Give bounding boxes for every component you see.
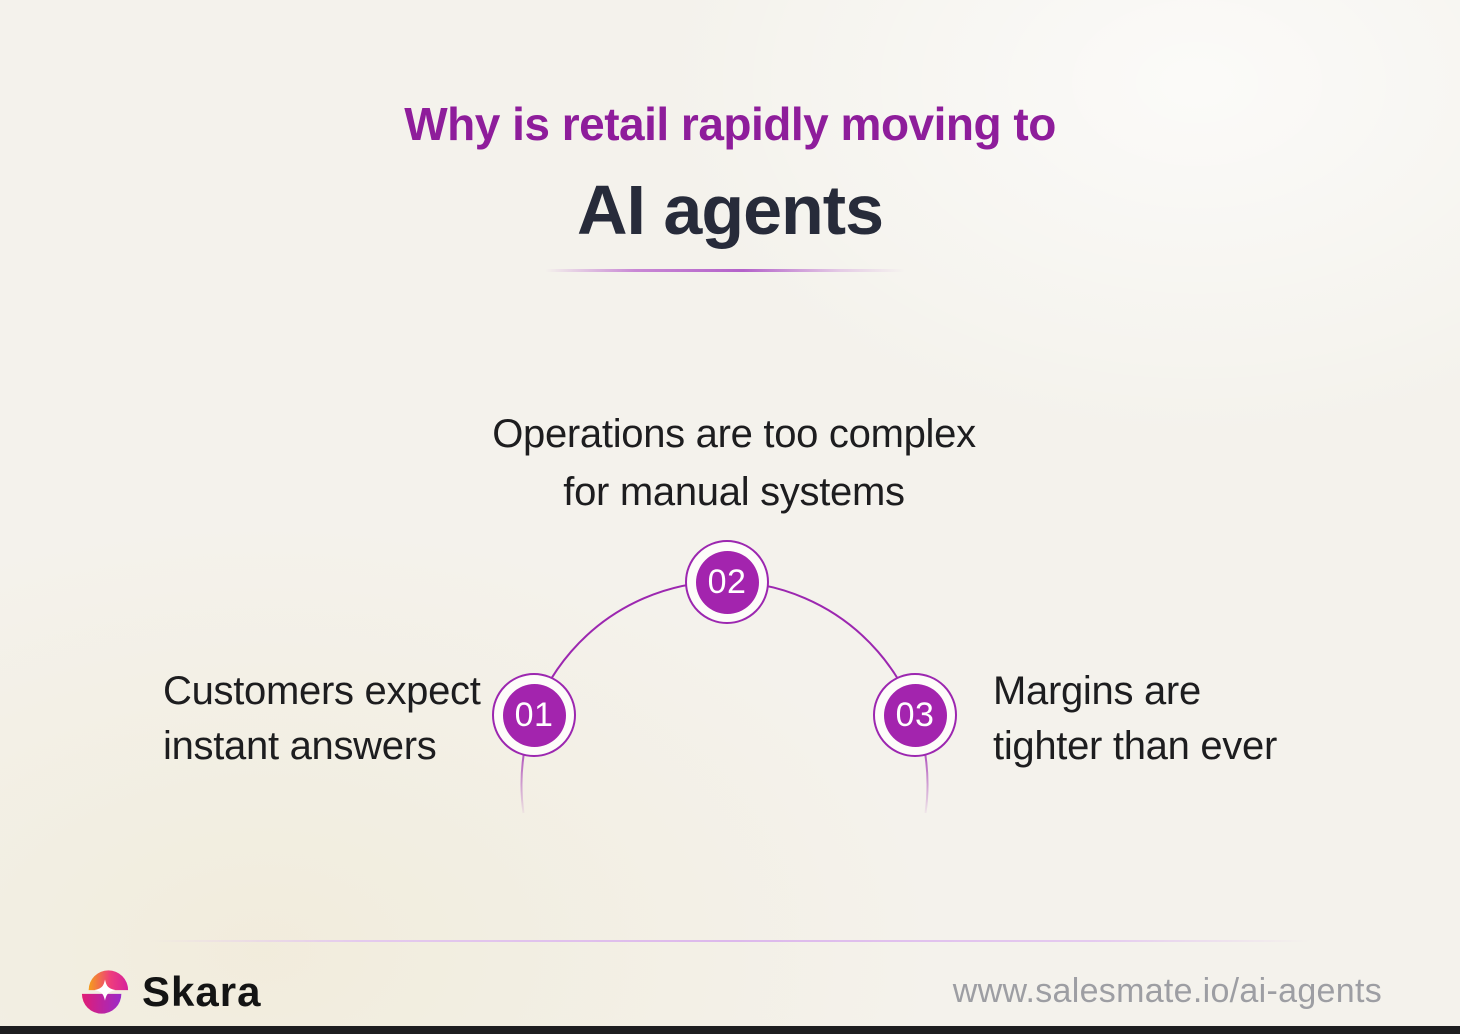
footer-divider (150, 940, 1310, 942)
step-caption-02: Operations are too complex for manual sy… (430, 405, 1038, 521)
step-node-02: 02 (685, 540, 769, 624)
caption-line: tighter than ever (993, 724, 1277, 768)
caption-line: Margins are (993, 669, 1201, 713)
step-number-badge: 01 (502, 683, 566, 747)
caption-line: Operations are too complex (492, 412, 976, 456)
bottom-edge-strip (0, 1026, 1460, 1034)
step-node-03: 03 (873, 673, 957, 757)
step-caption-03: Margins are tighter than ever (993, 664, 1277, 774)
step-caption-01: Customers expect instant answers (163, 664, 481, 774)
page-title: AI agents (576, 171, 884, 249)
header-kicker: Why is retail rapidly moving to (404, 98, 1056, 150)
caption-line: Customers expect (163, 669, 481, 713)
step-number-badge: 02 (695, 550, 759, 614)
skara-logo-icon (81, 970, 129, 1014)
step-number-badge: 03 (883, 683, 947, 747)
step-node-01: 01 (492, 673, 576, 757)
caption-line: for manual systems (563, 470, 905, 514)
brand-name: Skara (142, 968, 262, 1015)
sparkle-icon (94, 979, 116, 1001)
footer-url: www.salesmate.io/ai-agents (952, 972, 1382, 1010)
caption-line: instant answers (163, 724, 437, 768)
brand-logo: Skara (80, 966, 261, 1018)
title-underline (545, 269, 905, 272)
